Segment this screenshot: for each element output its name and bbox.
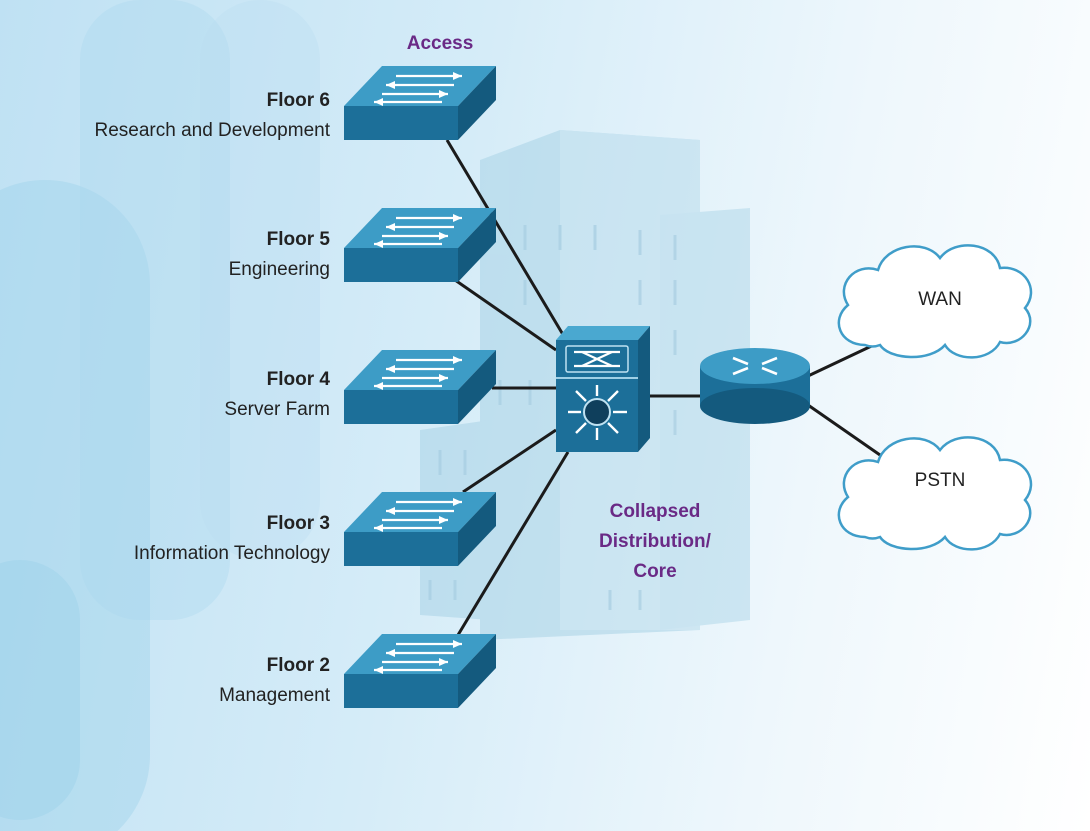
core-layer-label: Collapsed Distribution/ Core [585, 497, 725, 587]
pstn-label: PSTN [914, 470, 966, 491]
network-link [454, 278, 557, 352]
access-switch [344, 66, 496, 140]
floor-department: Server Farm [224, 399, 330, 420]
core-label-line: Collapsed [609, 501, 701, 522]
background-shape [0, 180, 150, 831]
floor-label: Floor 6 Research and Development [94, 86, 330, 146]
core-switch [556, 326, 650, 452]
core-label-line: Core [633, 561, 677, 582]
access-switch [344, 350, 496, 424]
floor-department: Research and Development [94, 120, 330, 141]
core-label-line: Distribution/ [599, 531, 711, 552]
floor-label: Floor 3 Information Technology [134, 509, 330, 569]
wan-label: WAN [918, 289, 962, 310]
network-link [462, 428, 557, 494]
floor-label: Floor 5 Engineering [229, 225, 330, 285]
floor-department: Engineering [228, 259, 330, 280]
background-shape [80, 0, 230, 620]
access-switch [344, 208, 496, 282]
floor-name: Floor 4 [266, 369, 330, 390]
floor-department: Information Technology [133, 543, 330, 564]
background-shape [200, 0, 320, 560]
background-shape [0, 560, 80, 820]
floor-label: Floor 2 Management [219, 651, 330, 711]
network-link [807, 403, 881, 457]
network-link [456, 451, 570, 636]
network-link [807, 340, 881, 378]
access-switch [344, 634, 496, 708]
pstn-cloud [837, 436, 1033, 551]
wan-cloud [837, 244, 1033, 359]
network-link [445, 139, 567, 339]
access-layer-label: Access [406, 33, 474, 54]
floor-name: Floor 5 [266, 229, 330, 250]
router [700, 348, 810, 424]
floor-name: Floor 6 [266, 90, 330, 111]
floor-name: Floor 2 [266, 655, 330, 676]
floor-name: Floor 3 [266, 513, 330, 534]
access-switch [344, 492, 496, 566]
floor-department: Management [219, 685, 330, 706]
floor-label: Floor 4 Server Farm [224, 365, 330, 425]
